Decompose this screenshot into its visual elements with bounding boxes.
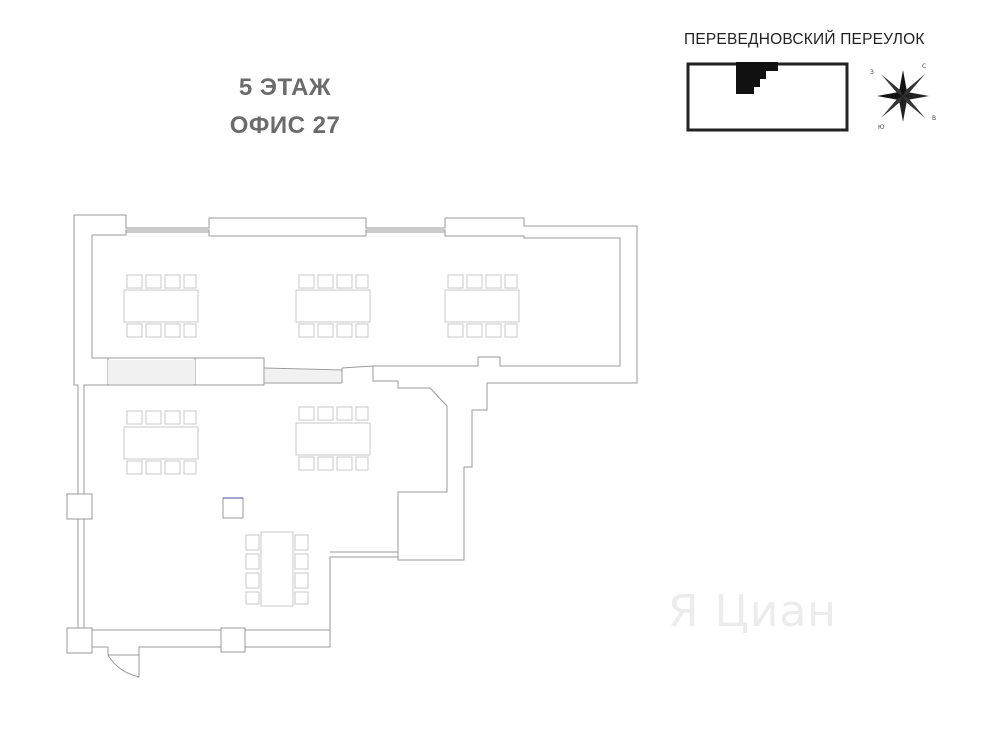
svg-text:С: С <box>922 63 926 70</box>
svg-text:З: З <box>870 69 874 76</box>
building-locator-map <box>686 62 849 132</box>
svg-text:Ю: Ю <box>878 124 885 131</box>
meeting-table-6 <box>245 531 309 607</box>
meeting-table-1 <box>123 274 199 338</box>
compass-rose-icon: З С В Ю <box>870 63 936 131</box>
columns <box>66 493 246 654</box>
office-number: ОФИС 27 <box>229 112 341 139</box>
meeting-table-3 <box>444 274 520 338</box>
meeting-table-5 <box>295 406 371 471</box>
meeting-table-4 <box>123 410 199 475</box>
meeting-table-2 <box>295 274 371 338</box>
corridor-area <box>108 360 341 384</box>
svg-text:В: В <box>932 115 936 122</box>
cian-logo-icon: Я Циан <box>668 586 838 637</box>
floor-number: 5 ЭТАЖ <box>238 74 332 101</box>
street-name-label: ПЕРЕВЕДНОВСКИЙ ПЕРЕУЛОК <box>684 31 925 48</box>
